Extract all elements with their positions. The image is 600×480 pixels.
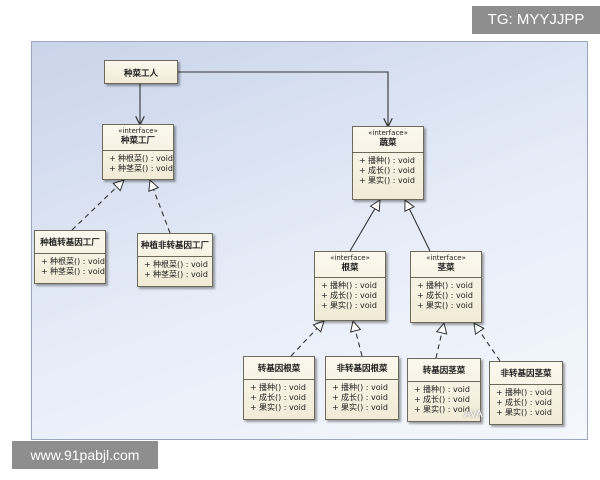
operation: +播种() : void — [321, 281, 377, 290]
impl-nongm-root — [353, 321, 363, 357]
class-name: 转基因茎菜 — [408, 359, 480, 382]
class-name: 种菜工厂 — [120, 136, 155, 146]
operation: +播种() : void — [417, 281, 473, 290]
class-nongm-stem[interactable]: 非转基因茎菜 +播种() : void +成长() : void +果实() :… — [489, 361, 563, 425]
class-name: 非转基因茎菜 — [490, 362, 562, 385]
operation: +种根菜() : void — [41, 257, 105, 266]
operation: +播种() : void — [496, 388, 552, 397]
stereotype: «interface» — [118, 127, 158, 135]
operation: +果实() : void — [321, 301, 377, 310]
operation: +播种() : void — [332, 383, 388, 392]
operation: +果实() : void — [359, 176, 415, 185]
impl-nongm-factory — [150, 180, 171, 234]
operation: +成长() : void — [321, 291, 377, 300]
assoc-farmer-vegetable — [176, 71, 388, 126]
class-name: 种植非转基因工厂 — [138, 234, 212, 257]
interface-root[interactable]: «interface» 根菜 +播种() : void +成长() : void… — [314, 251, 386, 321]
class-nongm-factory[interactable]: 种植非转基因工厂 +种根菜() : void +种茎菜() : void — [137, 233, 213, 287]
interface-factory[interactable]: «interface» 种菜工厂 +种根菜() : void +种茎菜() : … — [102, 124, 174, 180]
url-badge: www.91pabjl.com — [12, 441, 158, 469]
impl-nongm-stem — [474, 323, 501, 362]
class-gm-root[interactable]: 转基因根菜 +播种() : void +成长() : void +果实() : … — [243, 356, 315, 420]
operation: +果实() : void — [417, 301, 473, 310]
class-nongm-root[interactable]: 非转基因根菜 +播种() : void +成长() : void +果实() :… — [325, 356, 399, 420]
stereotype: «interface» — [330, 254, 370, 262]
class-name: 种菜工人 — [123, 69, 158, 79]
operation: +种茎菜() : void — [109, 164, 173, 173]
class-name: 蔬菜 — [379, 138, 397, 148]
operation: +播种() : void — [359, 156, 415, 165]
impl-gm-root — [290, 321, 324, 357]
watermark-text: AVA — [464, 409, 483, 420]
operation: +种茎菜() : void — [144, 270, 208, 279]
operation: +成长() : void — [496, 398, 552, 407]
operation: +种根菜() : void — [144, 260, 208, 269]
inherit-stem-vegetable — [405, 200, 431, 252]
impl-gm-factory — [71, 180, 124, 231]
interface-stem[interactable]: «interface» 茎菜 +播种() : void +成长() : void… — [410, 251, 482, 323]
operation: +种根菜() : void — [109, 154, 173, 163]
class-farmer[interactable]: 种菜工人 — [104, 60, 178, 84]
class-name: 非转基因根菜 — [326, 357, 398, 380]
operation: +成长() : void — [332, 393, 388, 402]
class-name: 种植转基因工厂 — [35, 231, 105, 254]
class-gm-stem[interactable]: 转基因茎菜 +播种() : void +成长() : void +果实() : … — [407, 358, 481, 422]
impl-gm-stem — [435, 323, 444, 359]
operation: +成长() : void — [250, 393, 306, 402]
class-gm-factory[interactable]: 种植转基因工厂 +种根菜() : void +种茎菜() : void — [34, 230, 106, 284]
operation: +播种() : void — [250, 383, 306, 392]
class-name: 根菜 — [341, 263, 359, 273]
tg-badge: TG: MYYJJPP — [472, 6, 600, 34]
operation: +播种() : void — [414, 385, 470, 394]
operation: +果实() : void — [250, 403, 306, 412]
interface-vegetable[interactable]: «interface» 蔬菜 +播种() : void +成长() : void… — [352, 126, 424, 200]
operation: +果实() : void — [332, 403, 388, 412]
operation: +种茎菜() : void — [41, 267, 105, 276]
class-name: 茎菜 — [437, 263, 455, 273]
operation: +成长() : void — [414, 395, 470, 404]
stereotype: «interface» — [368, 129, 408, 137]
operation: +果实() : void — [414, 405, 470, 414]
operation: +成长() : void — [417, 291, 473, 300]
class-name: 转基因根菜 — [244, 357, 314, 380]
stereotype: «interface» — [426, 254, 466, 262]
operation: +成长() : void — [359, 166, 415, 175]
operation: +果实() : void — [496, 408, 552, 417]
inherit-root-vegetable — [349, 200, 380, 252]
